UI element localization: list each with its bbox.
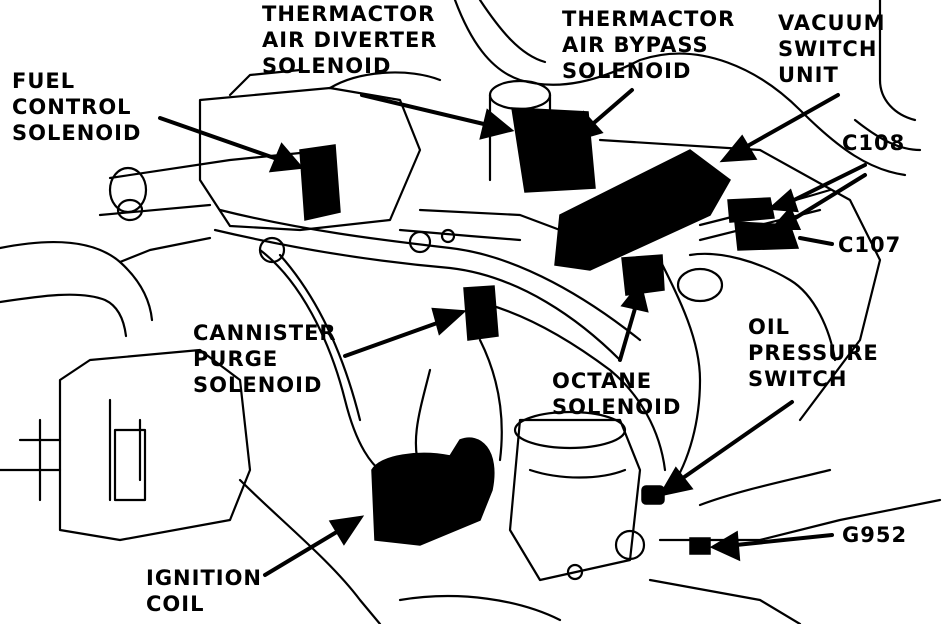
vacuum-switch-arrowhead [719,134,758,163]
cannister-purge-arrow-line [343,320,442,358]
air-bypass-arrow-line [586,88,634,130]
oil-pressure-switch-label: OIL PRESSURE SWITCH [748,314,879,392]
c107-label: C107 [838,232,901,258]
vacuum-switch-label-line-2: SWITCH [778,37,878,61]
air-diverter-label-line-1: THERMACTOR [262,2,436,26]
ignition-coil-arrowhead [328,515,365,546]
air-diverter-arrowhead [479,108,515,140]
g952-arrow-line [734,533,834,547]
c107-arrow-line [798,236,834,246]
fuel-control-label-line-1: FUEL [12,69,76,93]
fuel-control-solenoid-body [299,144,341,221]
air-diverter-label-line-3: SOLENOID [262,54,392,78]
c108-connector-body [727,197,775,223]
thermactor-air-bypass-solenoid-label: THERMACTOR AIR BYPASS SOLENOID [562,6,735,84]
vacuum-switch-unit-label: VACUUM SWITCH UNIT [778,10,886,88]
oil-pressure-label-line-1: OIL [748,315,791,339]
oil-pressure-label-line-2: PRESSURE [748,341,879,365]
cannister-purge-label-line-1: CANNISTER [193,321,337,345]
vacuum-switch-label-line-3: UNIT [778,63,839,87]
g952-label-text: G952 [842,523,908,547]
fuel-control-arrow-line [158,116,282,162]
c108-arrowhead-2 [769,206,802,230]
air-diverter-label-line-2: AIR DIVERTER [262,28,438,52]
fuel-control-label-line-2: CONTROL [12,95,132,119]
c108-arrow-line-1 [788,163,867,204]
air-diverter-arrow-line [360,93,490,127]
air-bypass-label-line-3: SOLENOID [562,59,692,83]
g952-label: G952 [842,522,907,548]
c108-arrowhead-1 [767,188,799,213]
ignition-coil-label: IGNITION COIL [146,565,262,617]
cannister-purge-arrowhead [431,307,467,336]
air-bypass-label-line-2: AIR BYPASS [562,33,709,57]
fuel-control-solenoid-label: FUEL CONTROL SOLENOID [12,68,141,146]
oil-pressure-arrowhead [657,466,694,497]
ignition-coil-body [371,437,495,546]
cannister-purge-label-line-3: SOLENOID [193,373,323,397]
c107-label-text: C107 [838,233,902,257]
oil-pressure-arrow-line [678,400,794,482]
air-bypass-label-line-1: THERMACTOR [562,7,736,31]
air-diverter-solenoid-body [511,107,596,193]
ignition-coil-label-line-2: COIL [146,592,205,616]
cannister-purge-solenoid-body [463,285,499,341]
cannister-purge-label-line-2: PURGE [193,347,279,371]
g952-ground-body [689,537,711,555]
fuel-control-label-line-3: SOLENOID [12,121,142,145]
vacuum-switch-label-line-1: VACUUM [778,11,886,35]
c108-arrow-line-2 [790,173,867,222]
octane-label-line-1: OCTANE [552,369,653,393]
vacuum-switch-unit-body [554,149,731,271]
octane-solenoid-body [621,254,665,296]
octane-solenoid-label: OCTANE SOLENOID [552,368,681,420]
octane-arrowhead [620,280,649,313]
thermactor-air-diverter-solenoid-label: THERMACTOR AIR DIVERTER SOLENOID [262,1,437,79]
oil-pressure-label-line-3: SWITCH [748,367,848,391]
octane-label-line-2: SOLENOID [552,395,682,419]
fuel-control-arrowhead [268,142,304,173]
air-bypass-arrowhead [568,110,604,144]
ignition-coil-label-line-1: IGNITION [146,566,263,590]
ignition-coil-arrow-line [263,528,342,577]
g952-arrowhead [709,530,741,562]
c108-label-text: C108 [842,131,906,155]
cannister-purge-solenoid-label: CANNISTER PURGE SOLENOID [193,320,337,398]
c108-label: C108 [842,130,905,156]
octane-arrow-line [618,303,638,362]
vacuum-switch-arrow-line [742,93,840,150]
